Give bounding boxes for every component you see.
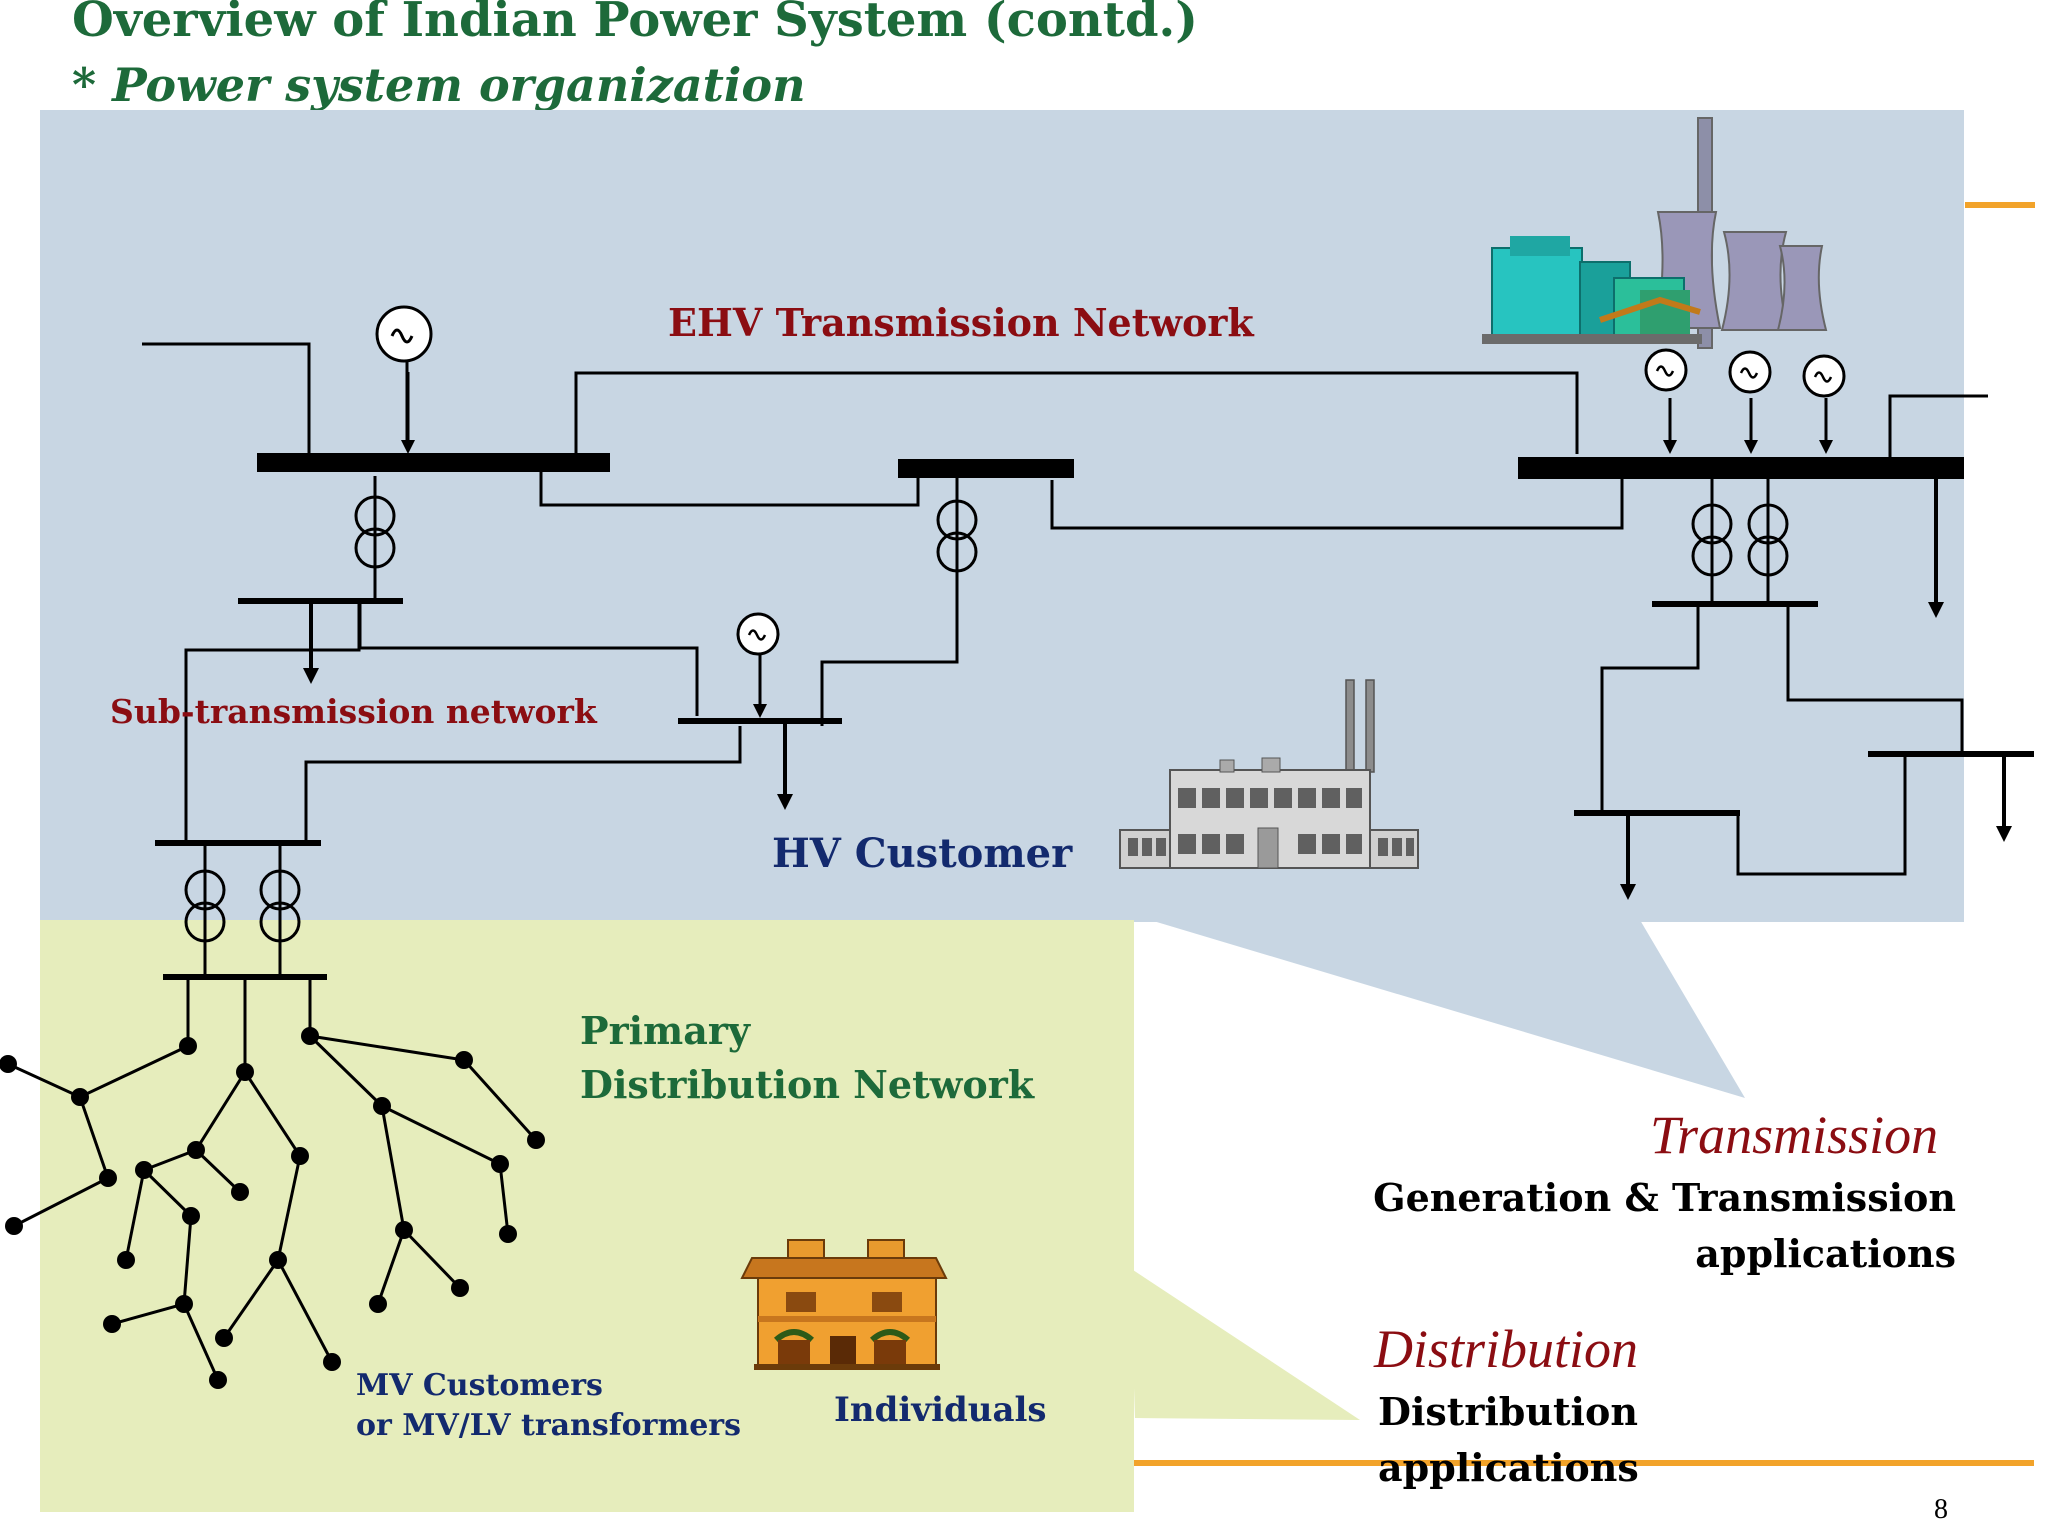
distribution-callout [1130, 1268, 1360, 1420]
transmission-text-line1: Generation & Transmission [1373, 1175, 1956, 1220]
generator-icon [1728, 350, 1772, 394]
transmission-heading: Transmission [1650, 1105, 1939, 1165]
distribution-text-line1: Distribution [1378, 1389, 1638, 1434]
generator-icon [1644, 348, 1688, 392]
subtransmission-label: Sub-transmission network [110, 692, 597, 731]
house-icon [740, 1239, 948, 1370]
distribution-nodes [0, 1027, 545, 1389]
individuals-label: Individuals [834, 1390, 1047, 1430]
generator-icon [736, 612, 780, 656]
hv-customer-label: HV Customer [772, 830, 1073, 877]
ehv-transmission-label: EHV Transmission Network [668, 300, 1254, 345]
generator-icon [375, 305, 433, 363]
distribution-text-line2: applications [1378, 1445, 1639, 1490]
transmission-panel [40, 110, 1964, 922]
page-number: 8 [1934, 1494, 1948, 1525]
slide-title: Overview of Indian Power System (contd.) [72, 0, 1198, 48]
load-arrows [303, 372, 2012, 900]
power-plant-icon [1482, 117, 1828, 349]
mv-customers-label-line1: MV Customers [356, 1368, 603, 1403]
accent-line-bottom [1134, 1460, 2034, 1466]
factory-icon [1119, 679, 1419, 869]
primary-distribution-label-line2: Distribution Network [580, 1062, 1035, 1107]
buses [155, 453, 2034, 980]
slide-subtitle: * Power system organization [72, 58, 806, 112]
generator-icon [1802, 354, 1846, 398]
mv-customers-label-line2: or MV/LV transformers [356, 1408, 742, 1443]
accent-line-top [1965, 202, 2035, 208]
primary-distribution-label-line1: Primary [580, 1008, 750, 1053]
distribution-heading: Distribution [1374, 1319, 1639, 1379]
transmission-text-line2: applications [1695, 1231, 1956, 1276]
distribution-panel [40, 920, 1134, 1512]
transmission-callout [1150, 920, 1745, 1098]
